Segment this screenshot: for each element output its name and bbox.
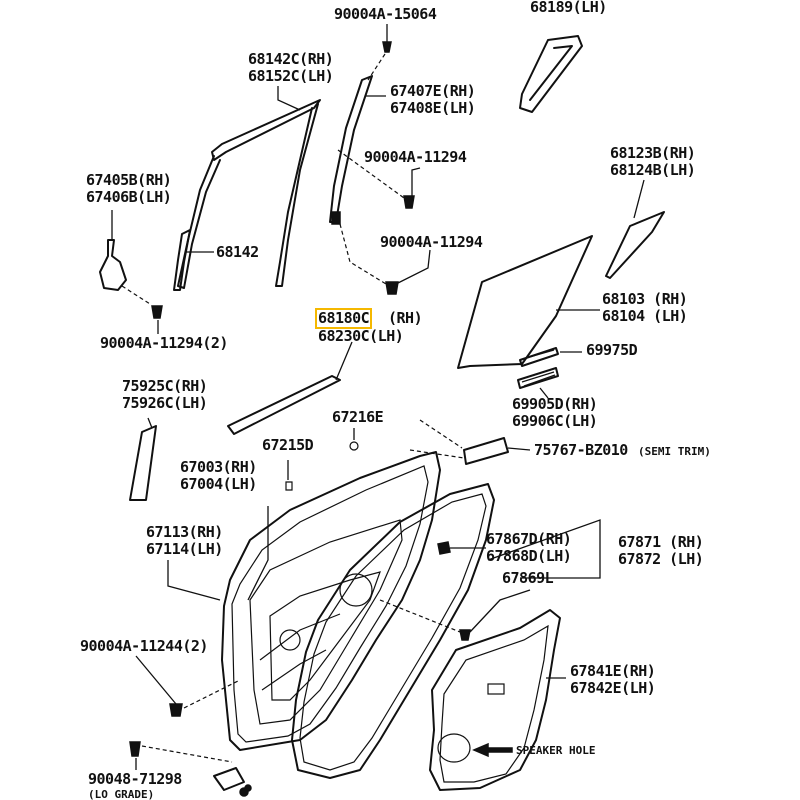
run-channel-68142C-front [177,155,221,289]
stopper-67216E [349,441,359,451]
weatherstrip-67871 [291,483,495,779]
label-90004A-11294-2: 90004A-11294(2) [100,334,228,352]
label-67003: 67003(RH) [180,458,257,476]
label-75767-note: (SEMI TRIM) [638,445,711,458]
run-channel-68142C [211,99,321,161]
label-69905D: 69905D(RH) [512,395,598,413]
label-67004: 67004(LH) [180,475,257,493]
label-67869L: 67869L [502,569,554,587]
belt-moulding-68180C [227,375,341,435]
label-69975D: 69975D [586,341,638,359]
clip-67869L [459,629,471,641]
label-67841E: 67841E(RH) [570,662,656,680]
label-68104: 68104 (LH) [602,307,688,325]
screw-90004A-11294-a [403,195,415,209]
label-75926C: 75926C(LH) [122,394,208,412]
speaker-hole [437,733,471,763]
label-90048-71298: 90048-71298 [88,770,182,788]
bumper-67215D [285,481,293,491]
pillar-garnish-75925C [129,425,157,501]
label-90048-note: (LO GRADE) [88,788,155,800]
label-68180C: 68180C [314,308,373,329]
door-shell-67003 [221,451,441,751]
label-67408E: 67408E(LH) [390,99,476,117]
label-67406B: 67406B(LH) [86,188,172,206]
label-67872: 67872 (LH) [618,550,704,568]
bracket-67405B [99,239,127,291]
label-67868D: 67868D(LH) [486,547,572,565]
label-90004A-11244: 90004A-11244(2) [80,637,208,655]
label-68103: 68103 (RH) [602,290,688,308]
label-67215D: 67215D [262,436,314,454]
label-90004A-15064: 90004A-15064 [334,5,437,23]
label-90004A-11294-b: 90004A-11294 [380,233,483,251]
strip-69975D [519,347,559,367]
label-68180C-side: (RH) [388,309,423,327]
label-67407E: 67407E(RH) [390,82,476,100]
garnish-69905D [517,367,559,389]
label-68189: 68189(LH) [530,0,607,16]
sash-clip [331,211,341,225]
door-glass-68103 [457,235,593,369]
bolt-90048-71298 [129,741,141,757]
run-channel-68142C-rear [275,103,319,287]
label-90004A-11294-a: 90004A-11294 [364,148,467,166]
label-67871: 67871 (RH) [618,533,704,551]
label-75767: 75767-BZ010 [534,441,628,459]
label-75925C: 75925C(RH) [122,377,208,395]
label-67113: 67113(RH) [146,523,223,541]
label-69906C: 69906C(LH) [512,412,598,430]
trim-75767 [463,437,509,465]
label-68230C: 68230C(LH) [318,327,404,345]
trim-switch [487,683,505,695]
label-67842E: 67842E(LH) [570,679,656,697]
corner-glass-68189 [519,35,583,113]
screw-90004A-11294-2 [151,305,163,319]
trim-panel-67841E [429,609,561,791]
bolt-90004A-11244 [169,703,183,717]
lower-channel-68142 [173,229,191,291]
screw-90004A-15064 [382,41,392,53]
label-67867D: 67867D(RH) [486,530,572,548]
speaker-arrow [472,742,513,758]
quarter-glass-68123B [605,211,665,279]
label-68142: 68142 [216,243,259,261]
label-68123B: 68123B(RH) [610,144,696,162]
label-speaker-hole: SPEAKER HOLE [516,744,596,757]
label-68124B: 68124B(LH) [610,161,696,179]
label-68152C: 68152C(LH) [248,67,334,85]
label-67114: 67114(LH) [146,540,223,558]
screw-90004A-11294-b [385,281,399,295]
label-68142C: 68142C(RH) [248,50,334,68]
label-67405B: 67405B(RH) [86,171,172,189]
clip-67867D [437,541,451,555]
hinge-bolt [213,767,245,791]
label-67216E: 67216E [332,408,384,426]
